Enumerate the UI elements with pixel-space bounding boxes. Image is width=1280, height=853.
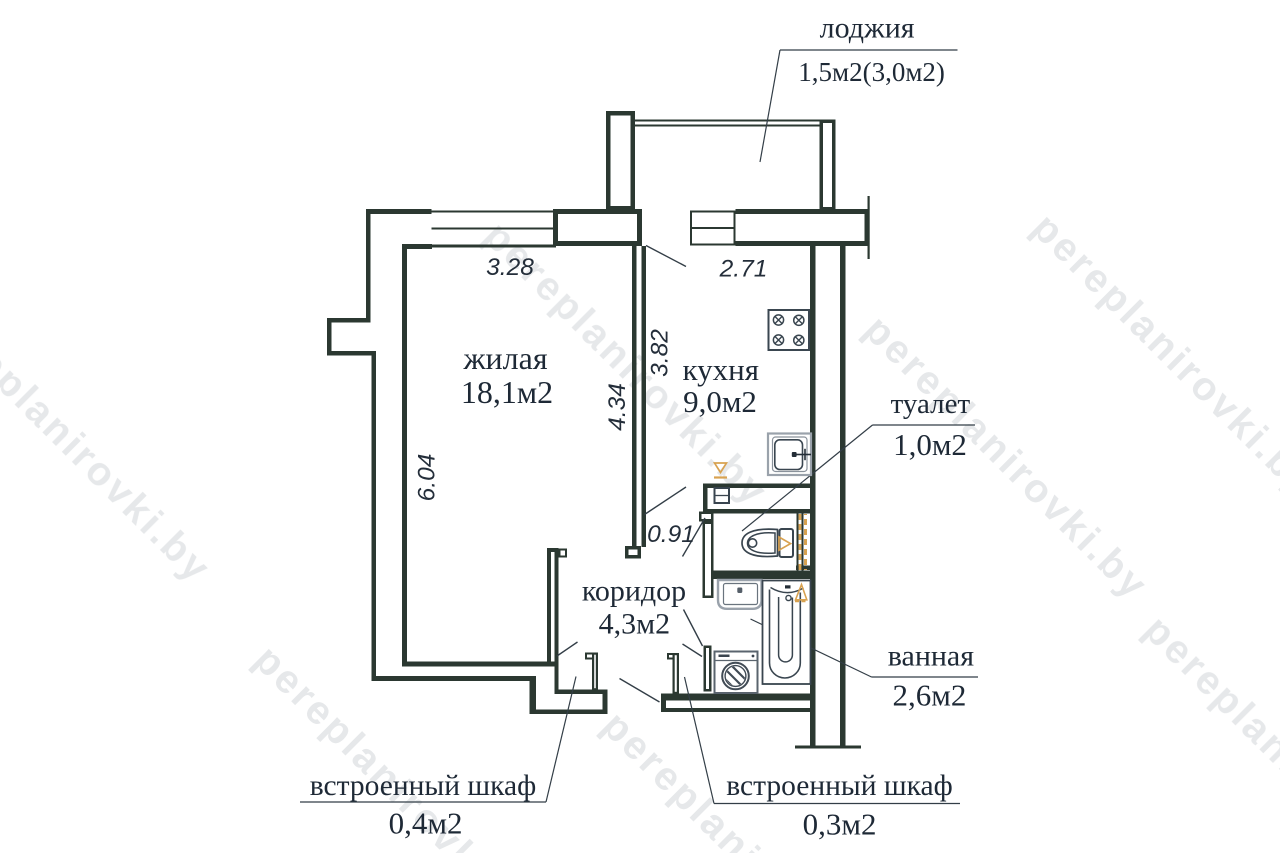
svg-text:3.82: 3.82 [647, 329, 674, 377]
svg-text:4,3м2: 4,3м2 [599, 608, 670, 641]
svg-text:коридор: коридор [582, 575, 686, 608]
svg-text:встроенный шкаф: встроенный шкаф [310, 770, 536, 802]
svg-text:2,6м2: 2,6м2 [892, 678, 966, 713]
svg-text:кухня: кухня [683, 352, 759, 387]
svg-text:встроенный шкаф: встроенный шкаф [726, 770, 952, 802]
svg-text:2.71: 2.71 [719, 256, 768, 283]
svg-text:0.91: 0.91 [647, 521, 695, 548]
svg-text:0,3м2: 0,3м2 [803, 807, 877, 842]
svg-text:жилая: жилая [462, 340, 547, 376]
svg-text:18,1м2: 18,1м2 [461, 374, 553, 410]
svg-text:1,5м2(3,0м2): 1,5м2(3,0м2) [798, 57, 945, 87]
svg-text:лоджия: лоджия [820, 12, 915, 45]
svg-text:6.04: 6.04 [414, 454, 441, 502]
svg-text:ванная: ванная [888, 640, 975, 673]
svg-text:туалет: туалет [891, 388, 971, 420]
svg-text:0,4м2: 0,4м2 [389, 806, 463, 841]
svg-text:9,0м2: 9,0м2 [683, 384, 757, 419]
svg-text:1,0м2: 1,0м2 [893, 427, 967, 462]
svg-text:4.34: 4.34 [604, 383, 631, 431]
svg-text:3.28: 3.28 [486, 254, 534, 281]
